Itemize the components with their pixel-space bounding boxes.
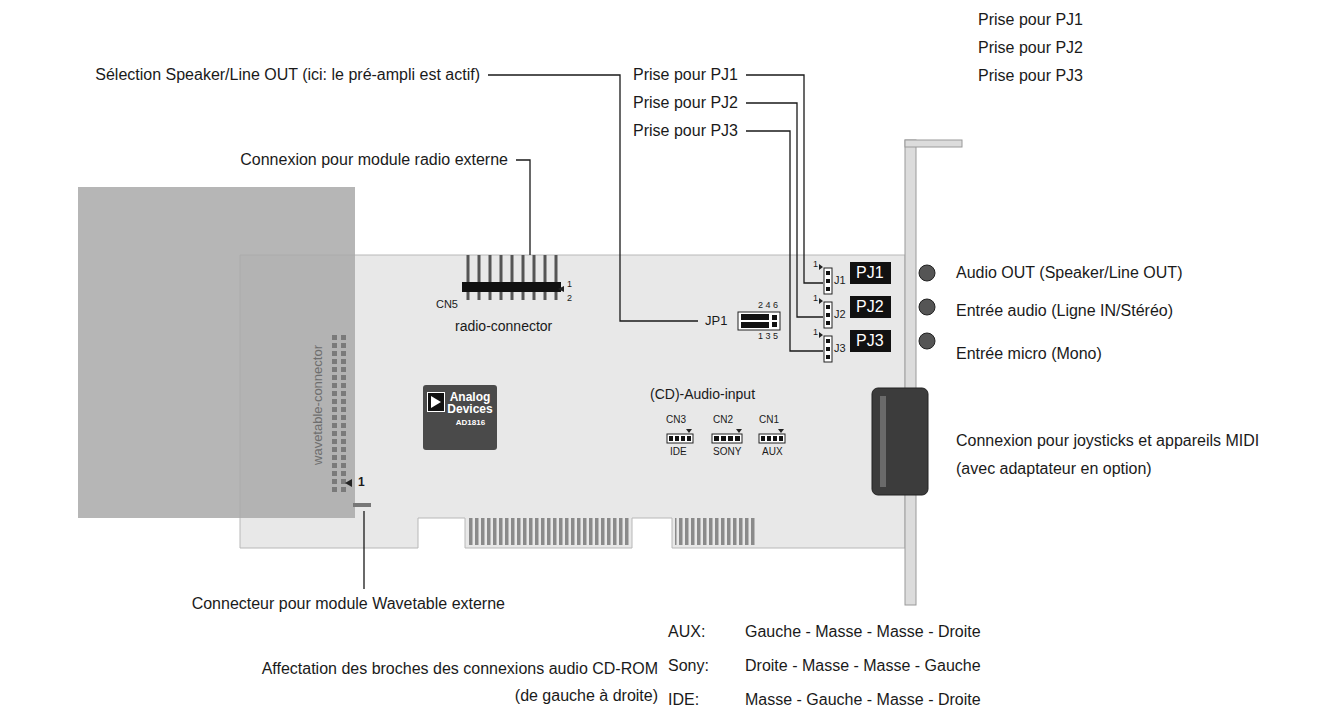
table-cell: IDE: xyxy=(668,690,699,709)
connector-name: CN5 xyxy=(436,298,458,311)
connector-mark xyxy=(353,503,371,507)
connector-type: AUX xyxy=(762,446,783,458)
callout-label: Connexion pour module radio externe xyxy=(240,150,508,169)
callout-label: Sélection Speaker/Line OUT (ici: le pré-… xyxy=(95,65,480,84)
pin-number: 1 xyxy=(813,293,818,304)
port-label: Connexion pour joysticks et appareils MI… xyxy=(956,427,1286,483)
pin-number: 1 xyxy=(567,279,572,290)
jack-socket-box: PJ2 xyxy=(850,296,891,318)
pin-arrow xyxy=(819,264,823,338)
node-label: PJ3 xyxy=(856,331,884,351)
node-label: PJ2 xyxy=(856,297,884,317)
pin-number: 2 4 6 xyxy=(758,300,778,311)
node-label: PJ1 xyxy=(856,263,884,283)
wavetable-pins xyxy=(332,335,350,495)
chip-logo: Analog DevicesAD1816 xyxy=(423,385,497,450)
table-cell: Sony: xyxy=(668,656,709,675)
connector-name: CN3 xyxy=(666,414,686,426)
node-sublabel: AD1816 xyxy=(447,418,494,428)
table-cell: Gauche - Masse - Masse - Droite xyxy=(745,622,981,641)
game-port xyxy=(872,388,928,495)
callout-label: Connecteur pour module Wavetable externe xyxy=(192,594,505,613)
connector-name: CN2 xyxy=(713,414,733,426)
pin-arrow xyxy=(558,286,564,292)
socket-note: Prise pour PJ2 xyxy=(978,38,1083,57)
header-name: J3 xyxy=(834,342,846,355)
pin-number: 1 xyxy=(813,259,818,270)
callout-label: Prise pour PJ3 xyxy=(633,121,738,140)
header-pins xyxy=(468,255,556,300)
table-cell: Masse - Gauche - Masse - Droite xyxy=(745,690,981,709)
table-cell: AUX: xyxy=(668,622,705,641)
audio-jack xyxy=(919,299,935,315)
jumper-cap xyxy=(741,314,769,320)
jumper-name: JP1 xyxy=(705,313,727,329)
port-label: Audio OUT (Speaker/Line OUT) xyxy=(956,263,1182,282)
port-label: Entrée micro (Mono) xyxy=(956,344,1102,363)
leader-line xyxy=(746,131,823,351)
pin-number: 2 xyxy=(567,293,572,304)
wavetable-module xyxy=(78,187,355,518)
edge-connector xyxy=(467,518,631,545)
logo-frame xyxy=(428,393,445,412)
leader-line xyxy=(516,160,530,255)
callout-label: Prise pour PJ1 xyxy=(633,65,738,84)
logo-triangle xyxy=(427,392,445,412)
connector-type: IDE xyxy=(670,446,687,458)
leader-line xyxy=(488,75,698,321)
jack-socket-box: PJ1 xyxy=(850,262,891,284)
table-cell: Droite - Masse - Masse - Gauche xyxy=(745,656,981,675)
node-label: Analog Devices xyxy=(447,391,493,415)
pin-arrow xyxy=(686,429,784,433)
port-label: Entrée audio (Ligne IN/Stéréo) xyxy=(956,301,1173,320)
mounting-bracket xyxy=(905,140,916,605)
connector-name: CN1 xyxy=(759,414,779,426)
callout-label: Prise pour PJ2 xyxy=(633,93,738,112)
connector-name: wavetable-connector xyxy=(310,345,326,465)
jumper-pin xyxy=(772,322,777,327)
header-name: J2 xyxy=(834,308,846,321)
connector-group-name: (CD)-Audio-input xyxy=(650,386,755,403)
pin-number: 1 3 5 xyxy=(758,331,778,342)
header-pins xyxy=(826,271,830,359)
leader-line xyxy=(746,75,823,283)
pin-number: 1 xyxy=(358,475,365,489)
jack-socket-box: PJ3 xyxy=(850,330,891,352)
connector-type: SONY xyxy=(713,446,741,458)
leader-line xyxy=(363,511,364,589)
bracket-tab xyxy=(905,140,962,147)
table-caption: Affectation des broches des connexions a… xyxy=(248,655,658,709)
socket-note: Prise pour PJ1 xyxy=(978,10,1083,29)
header-name: J1 xyxy=(834,274,846,287)
pin-arrow xyxy=(345,479,352,487)
jumper-pin xyxy=(772,315,777,320)
jumper-block xyxy=(738,312,780,330)
logo-mark xyxy=(431,396,441,408)
pin-number: 1 xyxy=(813,327,818,338)
edge-connector xyxy=(675,518,757,545)
game-port-highlight xyxy=(880,396,886,487)
connector-name: radio-connector xyxy=(455,318,552,335)
header-bar xyxy=(462,282,561,292)
connector-pins xyxy=(669,436,783,441)
socket-note: Prise pour PJ3 xyxy=(978,66,1083,85)
leader-line xyxy=(746,103,823,317)
audio-jack xyxy=(919,265,935,281)
jumper-cap xyxy=(741,322,769,328)
audio-jack xyxy=(919,333,935,349)
